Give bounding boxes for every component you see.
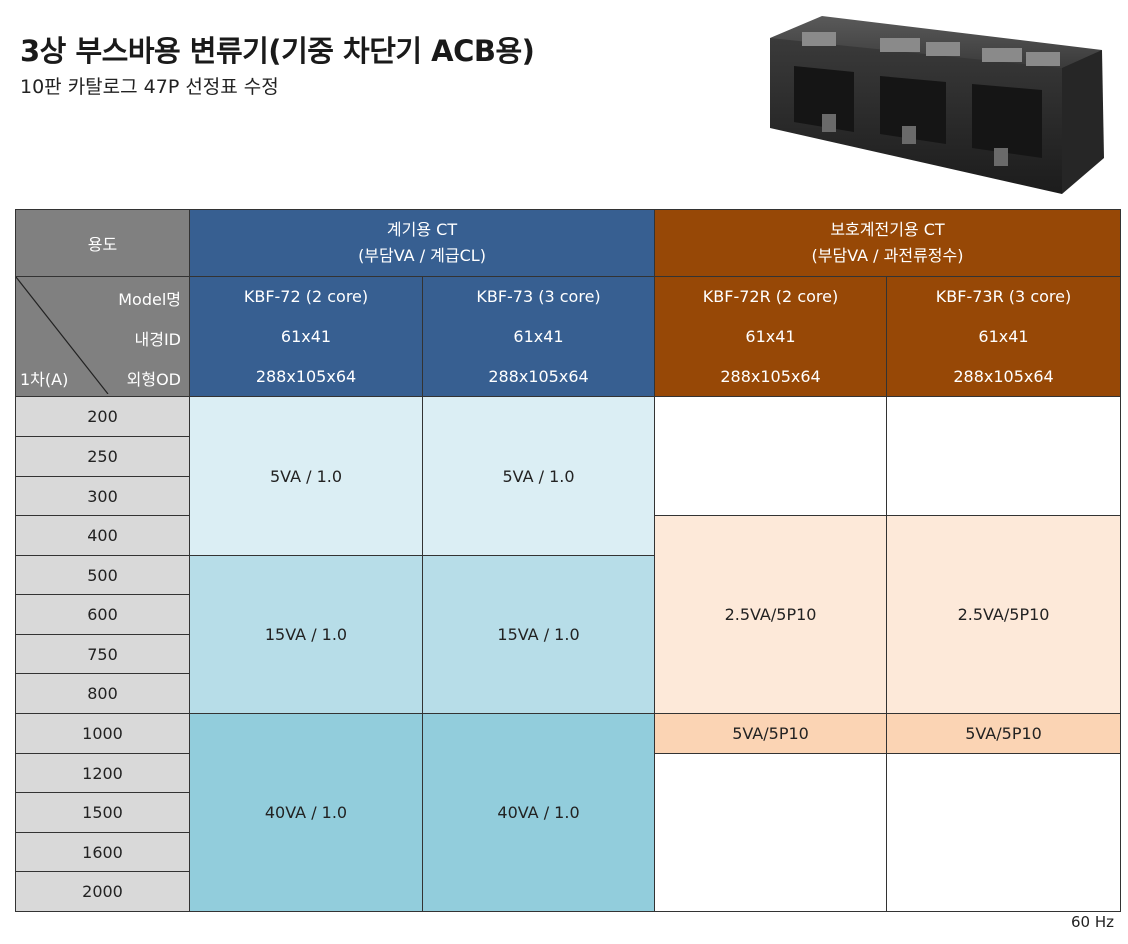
amp-cell: 500 xyxy=(15,555,190,595)
model-inner-dimension: 61x41 xyxy=(886,316,1122,357)
protect-value-cell: 2.5VA/5P10 xyxy=(886,515,1122,714)
meter-value-cell: 5VA / 1.0 xyxy=(421,396,656,556)
meter-value-cell: 15VA / 1.0 xyxy=(189,555,423,714)
model-outer-dimension: 288x105x64 xyxy=(654,356,888,397)
id-row-label: 내경ID xyxy=(134,330,181,349)
meter-value-cell: 5VA / 1.0 xyxy=(189,396,423,556)
amp-cell: 1500 xyxy=(15,792,190,833)
model-outer-dimension: 288x105x64 xyxy=(886,356,1122,397)
usage-header: 용도 xyxy=(15,209,190,277)
amp-cell: 1200 xyxy=(15,753,190,793)
amp-cell: 300 xyxy=(15,476,190,516)
protect-value-cell: 2.5VA/5P10 xyxy=(654,515,888,714)
protect-value-cell: 5VA/5P10 xyxy=(886,713,1122,754)
amp-cell: 1000 xyxy=(15,713,190,754)
model-row-label: Model명 xyxy=(118,290,181,309)
primary-current-label: 1차(A) xyxy=(20,370,69,389)
current-transformer-product-image xyxy=(770,16,1104,194)
amp-cell: 2000 xyxy=(15,871,190,912)
amp-cell: 750 xyxy=(15,634,190,674)
page-title: 3상 부스바용 변류기(기중 차단기 ACB용) xyxy=(20,34,535,68)
model-inner-dimension: 61x41 xyxy=(654,316,888,357)
meter-ct-title: 계기용 CT xyxy=(386,220,458,239)
protect-ct-group-header: 보호계전기용 CT (부담VA / 과전류정수) xyxy=(654,209,1122,277)
amp-cell: 800 xyxy=(15,673,190,714)
model-outer-dimension: 288x105x64 xyxy=(189,356,423,397)
model-outer-dimension: 288x105x64 xyxy=(421,356,656,397)
empty-cell xyxy=(654,396,888,516)
amp-cell: 1600 xyxy=(15,832,190,872)
empty-cell xyxy=(886,396,1122,516)
protect-value-cell: 5VA/5P10 xyxy=(654,713,888,754)
frequency-note: 60 Hz xyxy=(1070,913,1114,931)
diagonal-divider xyxy=(16,277,109,394)
meter-ct-group-header: 계기용 CT (부담VA / 계급CL) xyxy=(188,209,656,277)
model-inner-dimension: 61x41 xyxy=(421,316,656,357)
meter-ct-subtitle: (부담VA / 계급CL) xyxy=(358,246,486,265)
amp-cell: 250 xyxy=(15,436,190,477)
meter-value-cell: 40VA / 1.0 xyxy=(189,713,423,912)
empty-cell xyxy=(654,753,888,912)
empty-cell xyxy=(886,753,1122,912)
protect-ct-subtitle: (부담VA / 과전류정수) xyxy=(811,246,964,265)
od-row-label: 외형OD xyxy=(126,370,181,389)
model-name: KBF-73R (3 core) xyxy=(886,276,1122,317)
model-inner-dimension: 61x41 xyxy=(189,316,423,357)
model-name: KBF-72 (2 core) xyxy=(189,276,423,317)
meter-value-cell: 40VA / 1.0 xyxy=(421,713,656,912)
meter-value-cell: 15VA / 1.0 xyxy=(421,555,656,714)
amp-cell: 200 xyxy=(15,396,190,437)
page-subtitle: 10판 카탈로그 47P 선정표 수정 xyxy=(20,76,279,98)
model-name: KBF-72R (2 core) xyxy=(654,276,888,317)
ct-selection-table: 용도 계기용 CT (부담VA / 계급CL) 보호계전기용 CT (부담VA … xyxy=(15,209,1122,912)
amp-cell: 600 xyxy=(15,594,190,635)
diagonal-header-cell: Model명 내경ID 외형OD 1차(A) xyxy=(15,276,190,397)
amp-cell: 400 xyxy=(15,515,190,556)
model-name: KBF-73 (3 core) xyxy=(421,276,656,317)
protect-ct-title: 보호계전기용 CT xyxy=(830,220,945,239)
